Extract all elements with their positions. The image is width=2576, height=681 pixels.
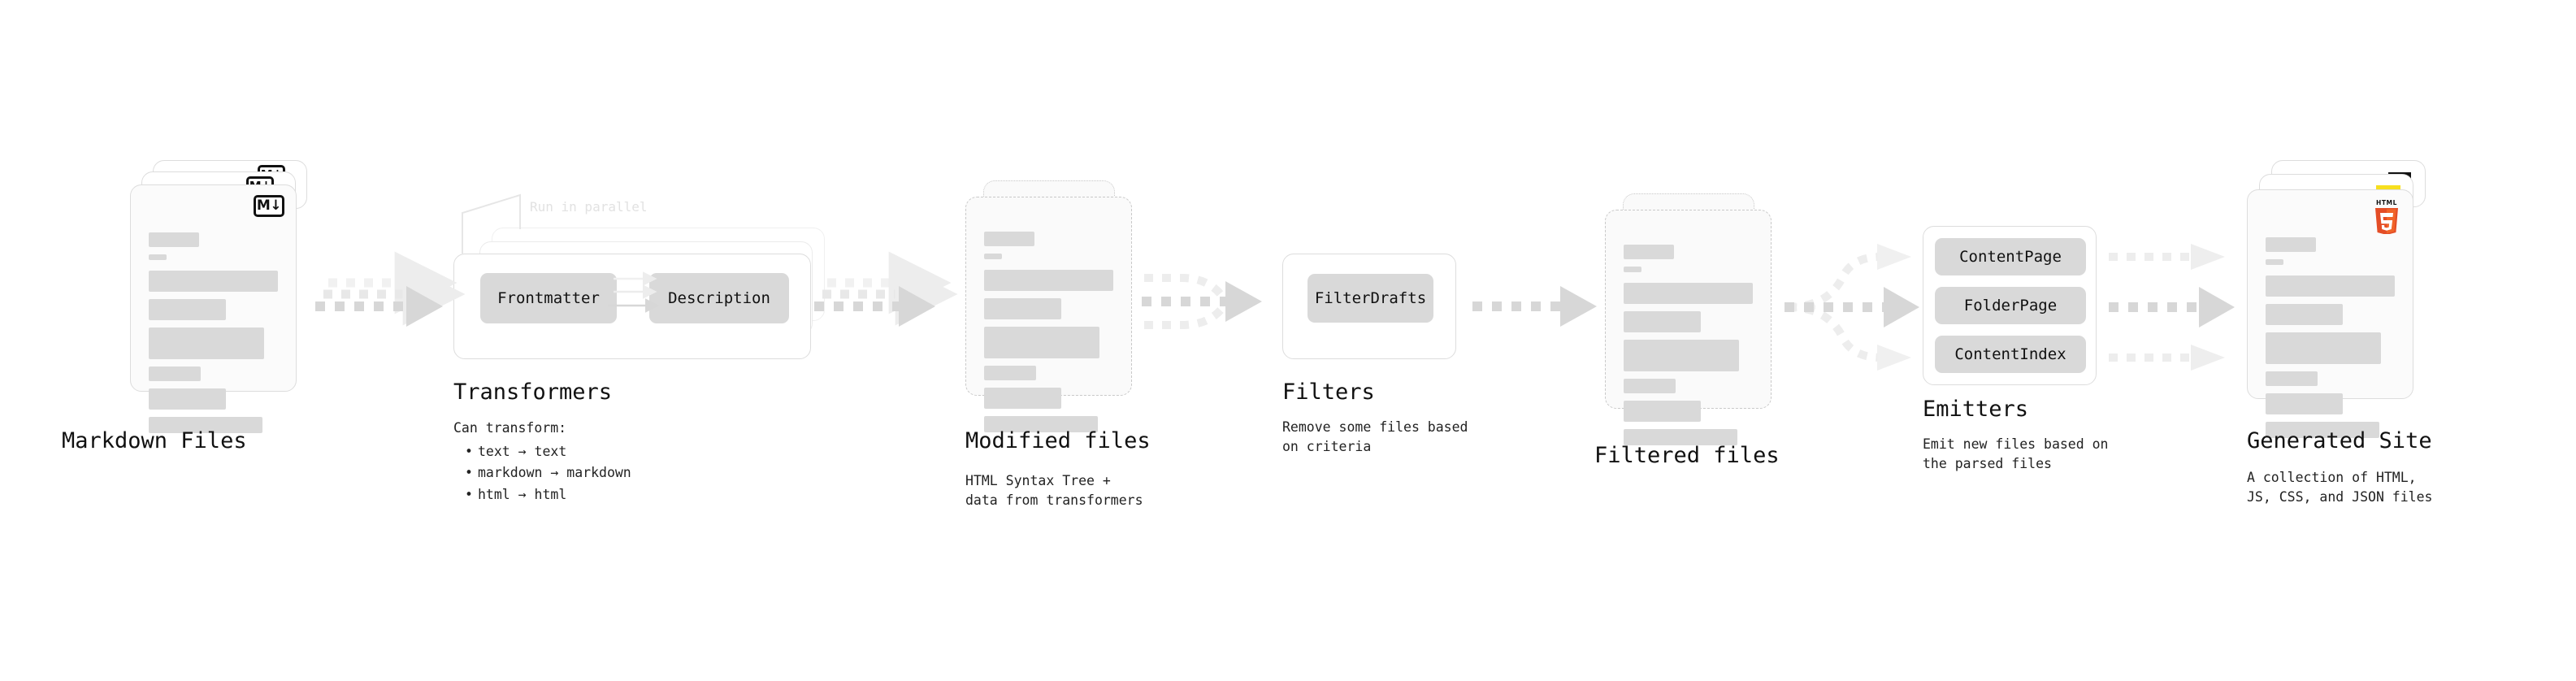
site-card-front: HTML [2247,189,2413,438]
modified-desc-line-1: HTML Syntax Tree + [965,473,1111,488]
generated-site-title: Generated Site [2247,428,2432,453]
transformers-bullet-item: html → html [465,484,631,506]
filters-box: FilterDrafts [1282,254,1456,359]
emitter-chip-contentindex[interactable]: ContentIndex [1935,336,2086,373]
modified-files-title: Modified files [965,428,1151,453]
markdown-card-front: M↓ [130,184,297,433]
filters-title: Filters [1282,380,1375,405]
arrow-filtered-to-emitters [1785,244,1919,371]
filtered-card-front [1605,210,1772,445]
emitter-chip-folderpage[interactable]: FolderPage [1935,287,2086,324]
arrow-modified-to-filters [1142,274,1262,329]
html5-icon-svg: HTML [2375,199,2398,235]
transformers-description: Can transform: text → text markdown → ma… [453,418,631,506]
modified-files-stack [965,180,1152,440]
transformers-bullet-item: text → text [465,441,631,463]
filters-desc-line-1: Remove some files based [1282,419,1468,435]
transformer-chip-description[interactable]: Description [649,273,789,323]
transformers-bullet-item: markdown → markdown [465,462,631,484]
generated-site-description: A collection of HTML, JS, CSS, and JSON f… [2247,468,2432,507]
filter-chip-filterdrafts[interactable]: FilterDrafts [1308,274,1433,323]
card-content-bars [149,232,278,440]
card-content-bars [984,232,1113,440]
modified-files-description: HTML Syntax Tree + data from transformers [965,471,1143,510]
html5-icon: HTML [2372,198,2401,235]
emitter-chip-contentpage[interactable]: ContentPage [1935,238,2086,275]
transformers-bullet-list: text → text markdown → markdown html → h… [453,441,631,506]
generated-site-stack: CSS HTML [2247,160,2442,438]
arrow-transformers-to-modified [814,251,958,327]
svg-text:HTML: HTML [2376,199,2397,206]
run-in-parallel-label: Run in parallel [530,199,648,215]
emitters-box: ContentPage FolderPage ContentIndex [1923,226,2097,385]
markdown-files-title: Markdown Files [62,428,247,453]
card-content-bars [2266,237,2395,445]
emitters-description: Emit new files based on the parsed files [1923,435,2108,474]
modified-card-front [965,197,1132,432]
filters-desc-line-2: on criteria [1282,438,1372,454]
filtered-files-title: Filtered files [1594,443,1780,468]
card-content-bars [1624,245,1753,453]
filters-description: Remove some files based on criteria [1282,418,1468,457]
emitters-title: Emitters [1923,397,2029,422]
filtered-files-stack [1605,193,1792,453]
markdown-files-stack: M↓ M↓ M↓ [130,160,317,433]
markdown-icon: M↓ [254,195,284,217]
modified-desc-line-2: data from transformers [965,492,1143,508]
emitters-desc-line-2: the parsed files [1923,455,2052,471]
transformers-title: Transformers [453,380,613,405]
site-desc-line-1: A collection of HTML, [2247,470,2417,485]
site-desc-line-2: JS, CSS, and JSON files [2247,488,2433,505]
arrow-markdown-to-transformers [315,251,466,327]
arrow-emitters-to-site [2109,244,2235,371]
transformers-box: Frontmatter Description [453,254,811,359]
emitters-desc-line-1: Emit new files based on [1923,436,2109,452]
arrow-filters-to-filtered [1472,286,1597,327]
transformers-desc-header: Can transform: [453,420,567,436]
transformer-chip-frontmatter[interactable]: Frontmatter [480,273,617,323]
